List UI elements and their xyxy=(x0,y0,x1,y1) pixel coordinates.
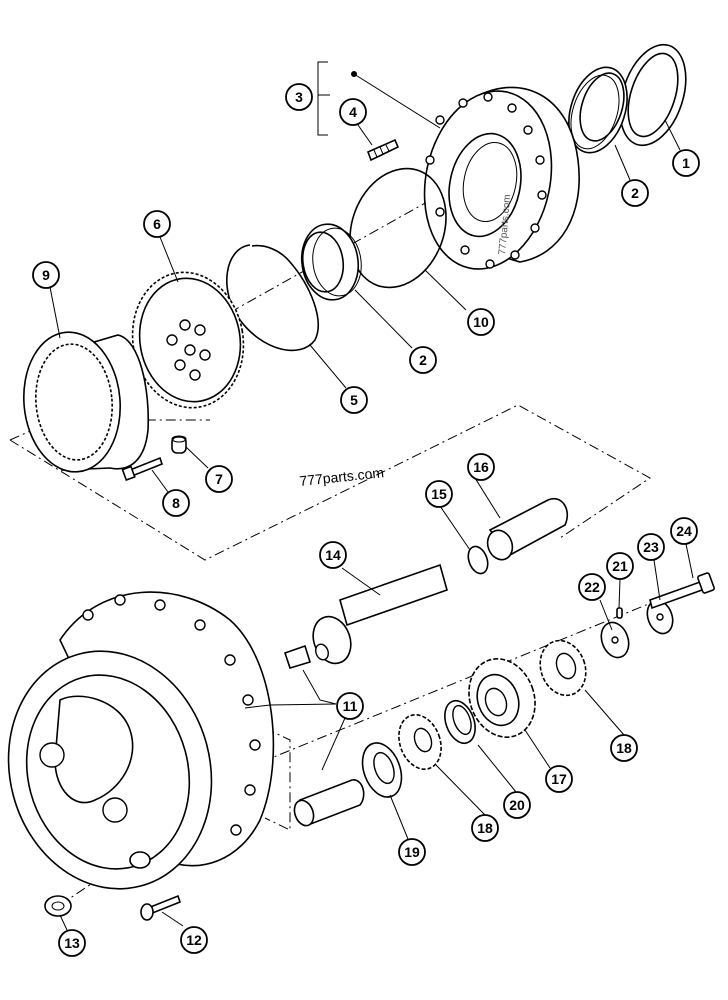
callout-7: 7 xyxy=(205,465,233,493)
callout-label: 6 xyxy=(153,216,161,232)
callout-label: 9 xyxy=(42,267,50,283)
callout-19: 19 xyxy=(398,838,426,866)
callout-17: 17 xyxy=(545,765,573,793)
callout-label: 7 xyxy=(215,471,223,487)
callout-8: 8 xyxy=(162,489,190,517)
hub-watermark-text: 777parts.com xyxy=(497,194,513,255)
part-bearing-lower xyxy=(300,223,362,301)
callout-15: 15 xyxy=(425,480,453,508)
callout-5: 5 xyxy=(340,386,368,414)
part-bolt-24 xyxy=(649,572,715,610)
callout-label: 21 xyxy=(612,558,628,574)
part-planet-pin xyxy=(293,779,365,827)
callout-18-upper: 18 xyxy=(610,734,638,762)
part-planet-gear-upper xyxy=(539,639,587,697)
callout-16: 16 xyxy=(467,453,495,481)
callout-label: 10 xyxy=(473,314,489,330)
callout-label: 5 xyxy=(350,392,358,408)
callout-label: 11 xyxy=(343,698,358,714)
callout-3: 3 xyxy=(285,83,313,111)
part-ring-gear xyxy=(22,331,150,473)
callout-label: 22 xyxy=(584,579,600,595)
callout-13: 13 xyxy=(58,929,86,957)
part-drain-plug xyxy=(44,895,72,917)
callout-label: 4 xyxy=(349,104,357,120)
callout-1: 1 xyxy=(672,149,700,177)
callout-label: 2 xyxy=(419,352,427,368)
callout-11: 11 xyxy=(336,692,364,720)
part-sprocket xyxy=(131,271,245,409)
callout-20: 20 xyxy=(503,791,531,819)
callout-label: 18 xyxy=(477,820,493,836)
callout-label: 17 xyxy=(551,771,567,787)
callout-10: 10 xyxy=(467,308,495,336)
callout-6: 6 xyxy=(143,210,171,238)
part-planet-gear-large xyxy=(468,658,536,738)
callout-label: 24 xyxy=(676,523,692,539)
callout-label: 19 xyxy=(404,844,420,860)
part-roll-pin xyxy=(616,607,623,619)
leader-lines xyxy=(49,61,694,931)
part-planetary-housing xyxy=(7,591,275,890)
callout-18-lower: 18 xyxy=(471,814,499,842)
part-stud xyxy=(366,138,400,162)
callout-9: 9 xyxy=(32,261,60,289)
callout-2-upper: 2 xyxy=(621,179,649,207)
callout-22: 22 xyxy=(578,573,606,601)
part-bushing xyxy=(171,435,187,454)
callout-12: 12 xyxy=(180,926,208,954)
assembly-boundary-upper xyxy=(9,404,651,561)
callout-label: 3 xyxy=(295,89,303,105)
callout-2-lower: 2 xyxy=(409,346,437,374)
callout-14: 14 xyxy=(319,541,347,569)
callout-label: 23 xyxy=(643,539,659,555)
part-planet-gear-lower xyxy=(398,714,442,770)
part-screw xyxy=(140,894,181,921)
part-bearing-upper xyxy=(568,66,628,154)
callout-label: 16 xyxy=(473,459,489,475)
callout-label: 20 xyxy=(509,797,525,813)
part-o-ring xyxy=(349,167,447,289)
callout-23: 23 xyxy=(637,533,665,561)
callout-label: 14 xyxy=(325,547,341,563)
part-spacer-ring xyxy=(444,699,476,745)
callout-label: 15 xyxy=(431,486,447,502)
part-bolt-8 xyxy=(121,456,163,482)
part-input-shaft xyxy=(283,563,448,669)
callout-label: 13 xyxy=(64,935,80,951)
callout-24: 24 xyxy=(670,517,698,545)
part-wheel-hub xyxy=(423,86,580,270)
callout-label: 8 xyxy=(172,495,180,511)
callout-21: 21 xyxy=(606,552,634,580)
part-retaining-plate xyxy=(600,621,630,659)
part-circlip xyxy=(467,545,489,575)
callout-label: 18 xyxy=(616,740,632,756)
callout-label: 2 xyxy=(631,185,639,201)
part-sleeve xyxy=(486,497,569,561)
part-thrust-washer xyxy=(361,742,403,798)
watermark-text: 777parts.com xyxy=(299,464,385,489)
callout-label: 12 xyxy=(186,932,202,948)
callout-label: 1 xyxy=(682,155,690,171)
callout-4: 4 xyxy=(339,98,367,126)
